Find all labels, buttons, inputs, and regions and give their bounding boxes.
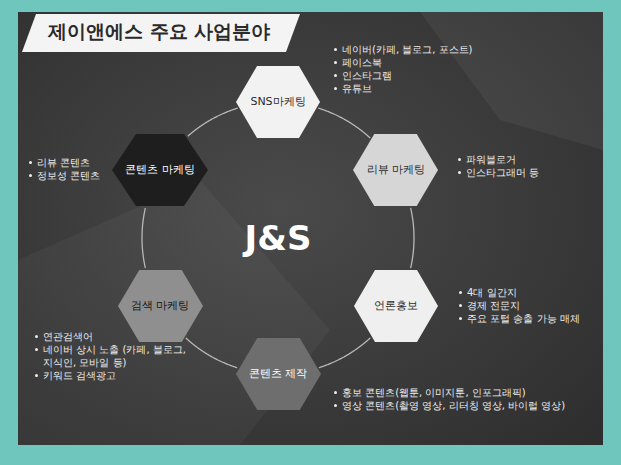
bullet-item: 경제 전문지 [467,299,520,312]
node-label: 언론홍보 [374,299,418,313]
bullet-dot [458,158,461,161]
bullet-item: 리뷰 콘텐츠 [37,156,90,169]
ring-connector [186,338,237,368]
bullet-dot [29,161,32,164]
hexagon-outline [112,134,208,206]
bullet-dot [459,291,462,294]
bullet-dot [35,374,38,377]
bullet-item: 네이버(카페, 블로그, 포스트) [342,43,473,56]
bullet-item: 인스타그래머 등 [466,166,539,179]
bullet-item: 영상 콘텐츠(촬영 영상, 리터칭 영상, 바이럴 영상) [342,399,565,412]
hexagon-outline [353,134,438,206]
bullet-dot [29,174,32,177]
node-body: SNS마케팅 [250,95,305,109]
bullet-dot [334,404,337,407]
photo-panel [18,12,603,445]
bullet-dot [458,171,461,174]
node-label: 콘텐츠 마케팅 [125,163,195,177]
bullet-dot [334,48,337,51]
bullet-item: 키워드 검색광고 [43,369,116,382]
hexagon-outline [118,270,203,342]
photo-texture [420,12,603,150]
photo-texture [18,180,330,445]
node-label: 콘텐츠 제작 [249,367,308,381]
hexagon-node: 콘텐츠 마케팅 [112,134,208,206]
hexagon-node: 검색 마케팅 [118,270,203,342]
ring-connector [411,208,414,268]
bullet-item: 페이스북 [342,56,382,69]
node-body: 언론홍보 [374,299,418,313]
hexagon-node: 리뷰 마케팅 [353,134,438,206]
bullet-item: 주요 포털 송출 가능 매체 [467,312,580,325]
hexagon-node: 언론홍보 [354,270,438,342]
bullet-item: 인스타그램 [342,69,392,82]
node-label: SNS마케팅 [250,95,305,109]
node-body: 콘텐츠 제작 [249,367,308,381]
ring-connector [142,208,145,268]
node-label: 검색 마케팅 [131,299,190,313]
title: 제이앤에스 주요 사업분야 [48,19,270,45]
bullet-dot [334,74,337,77]
hexagon-outline [236,338,321,410]
bullet-item: 파워블로거 [466,153,516,166]
hexagon-outline [236,66,320,138]
bullet-dot [334,391,337,394]
title-band [22,14,300,52]
bullet-item: 정보성 콘텐츠 [37,169,100,182]
ring-connector [188,108,238,136]
hexagon-node: 콘텐츠 제작 [236,338,321,410]
bullet-item: 유튜브 [342,82,372,95]
hexagon-outline [354,270,438,342]
hexagon-node: SNS마케팅 [236,66,320,138]
bullet-dot [459,304,462,307]
bullet-dot [334,87,337,90]
bullet-item: 연관검색어 [43,330,93,343]
ring-connector [318,108,370,138]
bullet-dot [334,61,337,64]
center-logo-text: J&S [245,218,312,258]
bullet-item: 네이버 상시 노출 (카페, 블로그, 지식인, 모바일 등) [43,343,194,369]
bullet-dot [35,335,38,338]
ring-connector [319,338,370,368]
node-label: 리뷰 마케팅 [367,163,426,177]
bullet-dot [459,317,462,320]
bullet-dot [35,348,38,351]
node-body: 검색 마케팅 [131,299,190,313]
bullet-item: 4대 일간지 [467,286,517,299]
bullet-item: 홍보 콘텐츠(웹툰, 이미지툰, 인포그래픽) [342,386,526,399]
node-body: 콘텐츠 마케팅 [125,163,195,177]
node-body: 리뷰 마케팅 [367,163,426,177]
